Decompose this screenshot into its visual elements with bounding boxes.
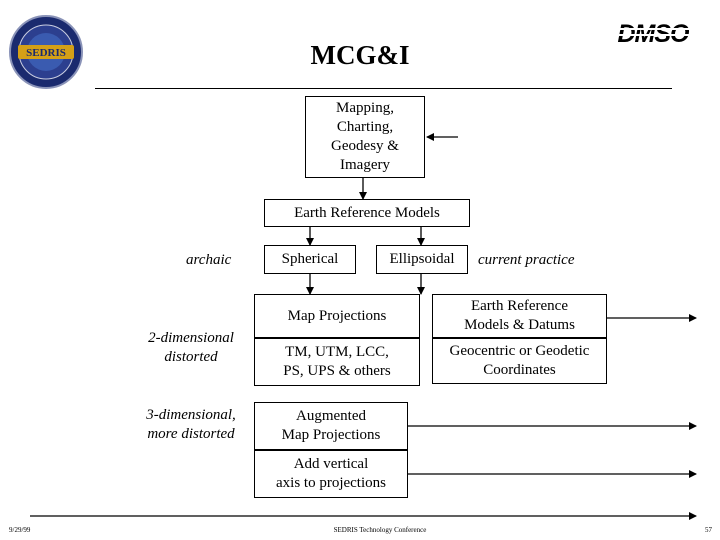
ellipsoidal-box: Ellipsoidal bbox=[376, 245, 468, 274]
page-title: MCG&I bbox=[310, 40, 410, 70]
spherical-label: Spherical bbox=[281, 251, 339, 267]
projections-list-label: TM, UTM, LCC, PS, UPS & others bbox=[283, 344, 391, 379]
sedris-seal-graphic: SEDRIS bbox=[9, 15, 83, 89]
projections-list-box: TM, UTM, LCC, PS, UPS & others bbox=[254, 338, 420, 386]
dmso-logo: DMSO bbox=[603, 20, 703, 48]
ellipsoidal-label: Ellipsoidal bbox=[389, 251, 455, 267]
footer-conference: SEDRIS Technology Conference bbox=[333, 526, 427, 534]
mcgi-box: Mapping, Charting, Geodesy & Imagery bbox=[305, 96, 425, 178]
spherical-box: Spherical bbox=[264, 245, 356, 274]
vertical-axis-label: Add vertical axis to projections bbox=[276, 456, 386, 491]
earth-reference-models-label: Earth Reference Models bbox=[294, 204, 440, 221]
mcgi-box-label: Mapping, Charting, Geodesy & Imagery bbox=[331, 100, 399, 173]
archaic-label: archaic bbox=[186, 252, 232, 268]
erm-datums-box: Earth Reference Models & Datums bbox=[432, 294, 607, 338]
map-projections-label: Map Projections bbox=[287, 307, 387, 324]
augmented-map-projections-label: Augmented Map Projections bbox=[281, 408, 381, 443]
augmented-map-projections-box: Augmented Map Projections bbox=[254, 402, 408, 450]
footer-date: 9/29/99 bbox=[9, 526, 31, 534]
erm-datums-label: Earth Reference Models & Datums bbox=[464, 298, 575, 333]
dmso-logo-graphic: DMSO bbox=[603, 20, 703, 48]
sedris-seal: SEDRIS bbox=[8, 14, 84, 90]
two-dimensional-label: 2-dimensional distorted bbox=[148, 330, 234, 365]
coordinates-label: Geocentric or Geodetic Coordinates bbox=[449, 343, 590, 378]
three-dimensional-label: 3-dimensional, more distorted bbox=[146, 407, 236, 442]
map-projections-box: Map Projections bbox=[254, 294, 420, 338]
current-practice-label: current practice bbox=[478, 252, 575, 268]
footer-page-number: 57 bbox=[705, 526, 712, 534]
seal-text: SEDRIS bbox=[26, 47, 66, 59]
title-rule bbox=[95, 88, 672, 89]
vertical-axis-box: Add vertical axis to projections bbox=[254, 450, 408, 498]
earth-reference-models-box: Earth Reference Models bbox=[264, 199, 470, 227]
coordinates-box: Geocentric or Geodetic Coordinates bbox=[432, 338, 607, 384]
